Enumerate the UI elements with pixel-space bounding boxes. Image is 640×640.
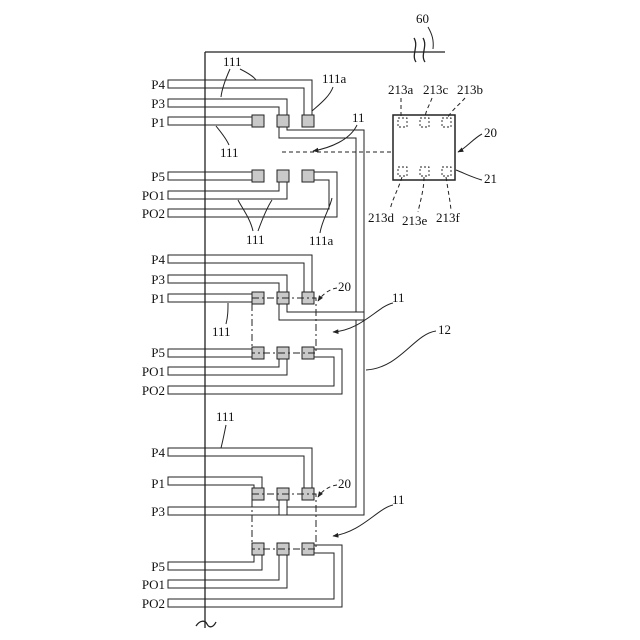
lead-section-1-p3	[172, 103, 283, 115]
lead-label: PO1	[142, 577, 165, 592]
lead-label: P5	[151, 169, 165, 184]
lead-label: PO2	[142, 206, 165, 221]
leader-12	[366, 331, 436, 370]
lead-section-3-p5	[172, 555, 258, 566]
terminal-label: 213e	[402, 213, 428, 228]
lead-section-2-po1	[172, 359, 283, 371]
terminal-label: 213c	[423, 82, 449, 97]
ref-label-111: 111	[216, 409, 235, 424]
leader-60	[428, 27, 433, 49]
break-mark-top	[423, 38, 425, 62]
pad	[252, 115, 264, 127]
leader-111a	[312, 87, 333, 111]
chip-body	[393, 115, 455, 180]
break-mark-top	[414, 38, 416, 62]
ref-label-111: 111	[246, 232, 265, 247]
leader-111	[221, 425, 226, 448]
ref-label-111: 111	[223, 54, 242, 69]
lead-label: P1	[151, 115, 165, 130]
chip-ref-20: 20	[484, 125, 497, 140]
leader-21	[456, 170, 482, 180]
leader-213f	[446, 177, 451, 210]
ref-label-11: 11	[392, 290, 405, 305]
ref-label-111: 111	[212, 324, 231, 339]
pad	[277, 170, 289, 182]
ref-label-11: 11	[392, 492, 405, 507]
break-mark-bottom	[196, 621, 216, 627]
lead-label: P3	[151, 96, 165, 111]
ref-label-60: 60	[416, 11, 429, 26]
pad	[252, 170, 264, 182]
lead-label: P5	[151, 559, 165, 574]
leads	[172, 84, 360, 603]
chip-ref-21: 21	[484, 171, 497, 186]
lead-label: PO1	[142, 188, 165, 203]
ref-label-111a: 111a	[322, 71, 347, 86]
lead-section-2-p3	[172, 279, 283, 292]
leader-20	[318, 485, 337, 497]
lead-label: P1	[151, 291, 165, 306]
lead-label: P4	[151, 77, 165, 92]
lead-label: P3	[151, 272, 165, 287]
terminal-label: 213f	[436, 210, 461, 225]
ref-label-111: 111	[220, 145, 239, 160]
leader-111	[240, 69, 256, 80]
leader-20	[318, 288, 337, 301]
pad	[302, 115, 314, 127]
lead-label: P5	[151, 345, 165, 360]
leader-213d	[390, 177, 402, 210]
lead-section-3-p1	[172, 481, 258, 488]
ref-label-111a: 111a	[309, 233, 334, 248]
leader-111	[226, 303, 228, 324]
leader-111	[216, 126, 229, 145]
pad	[277, 115, 289, 127]
leader-213e	[418, 177, 424, 212]
lead-label: P1	[151, 476, 165, 491]
lead-label: PO1	[142, 364, 165, 379]
ref-label-20: 20	[338, 476, 351, 491]
ref-label-12: 12	[438, 322, 451, 337]
pad	[302, 170, 314, 182]
terminal-label: 213b	[457, 82, 483, 97]
pads	[252, 115, 314, 555]
leader-213b	[448, 98, 465, 117]
terminal-label: 213a	[388, 82, 414, 97]
lead-label: P3	[151, 504, 165, 519]
lead-label: PO2	[142, 383, 165, 398]
lead-label: P4	[151, 445, 165, 460]
ref-label-11: 11	[352, 110, 365, 125]
lead-label: PO2	[142, 596, 165, 611]
leader-20	[458, 134, 482, 152]
terminal-label: 213d	[368, 210, 395, 225]
lead-section-1-po1	[172, 182, 283, 195]
lead-label: P4	[151, 252, 165, 267]
leader-213c	[425, 98, 432, 117]
lead-section-2-link	[283, 304, 360, 316]
ref-label-20: 20	[338, 279, 351, 294]
